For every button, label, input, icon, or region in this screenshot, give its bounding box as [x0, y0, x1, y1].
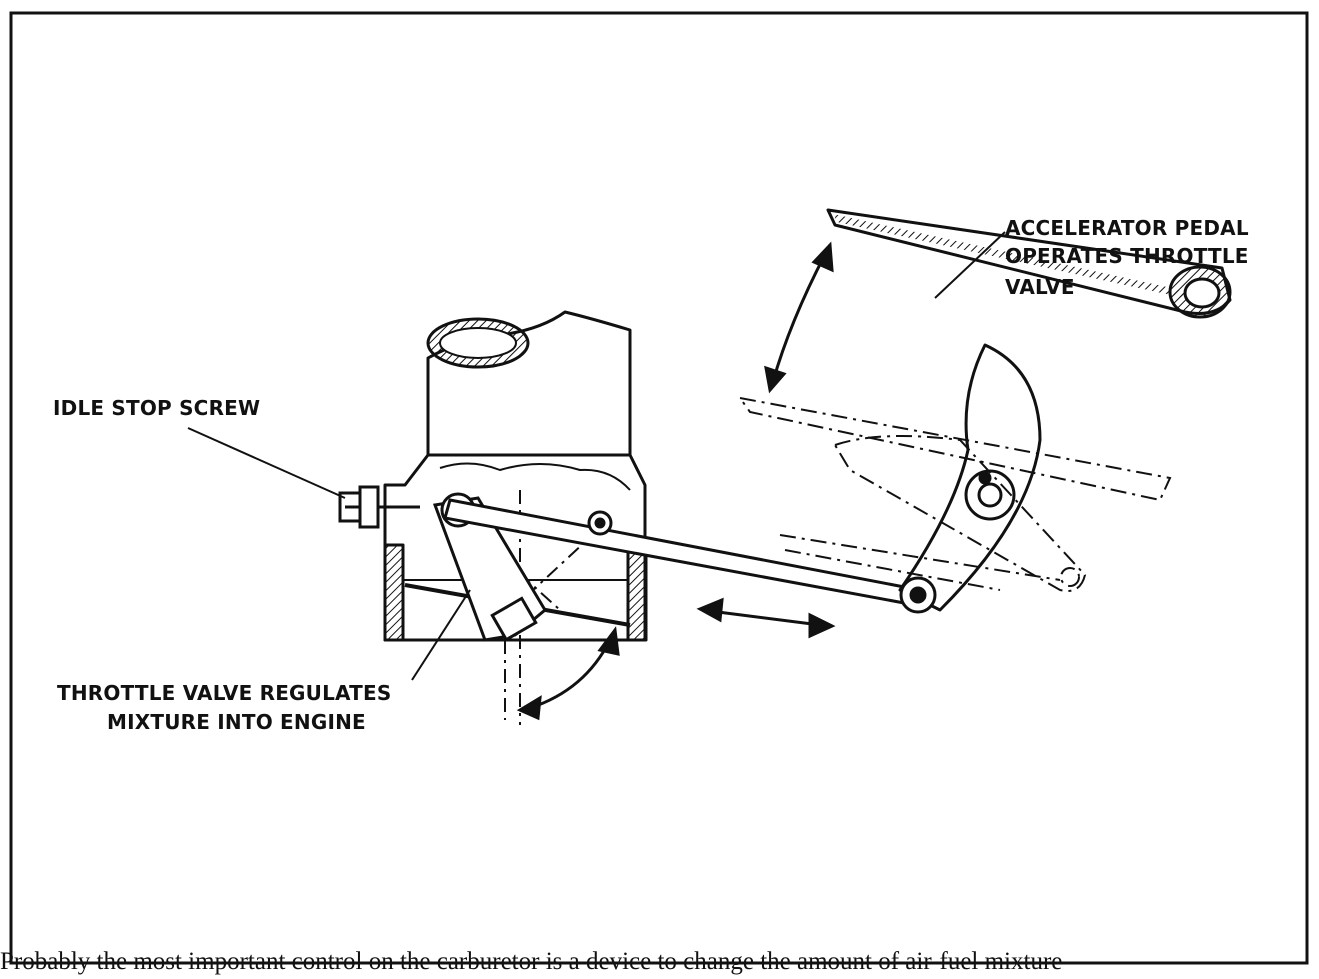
throttle-valve-leader — [411, 589, 471, 681]
figure-border — [9, 11, 1309, 965]
accelerator-pedal-label-line2: OPERATES THROTTLE — [1005, 244, 1249, 268]
body-text-line: Probably the most important control on t… — [0, 948, 1063, 975]
accelerator-leader — [934, 231, 1006, 299]
rod-travel-arrow — [696, 597, 836, 639]
throttle-valve-label-line2: MIXTURE INTO ENGINE — [107, 710, 366, 734]
leader-lines — [187, 231, 1006, 681]
throttle-valve-label-line1: THROTTLE VALVE REGULATES — [57, 681, 392, 705]
pedal-bell-crank — [898, 343, 1042, 614]
pedal-swing-arrow — [764, 241, 834, 394]
idle-stop-screw — [338, 485, 420, 529]
accelerator-pedal — [826, 208, 1232, 319]
alternate-position-dashed — [737, 396, 1172, 592]
housing-left-wall — [383, 543, 405, 642]
accelerator-pedal-label-line3: VALVE — [1005, 275, 1075, 299]
idle-stop-screw-label: IDLE STOP SCREW — [53, 396, 261, 420]
carburetor-barrel — [426, 310, 632, 457]
housing-right-wall — [626, 543, 648, 642]
accelerator-pedal-label-line1: ACCELERATOR PEDAL — [1005, 216, 1249, 240]
valve-swing-arrow — [516, 626, 620, 721]
idle-stop-leader — [187, 427, 346, 499]
